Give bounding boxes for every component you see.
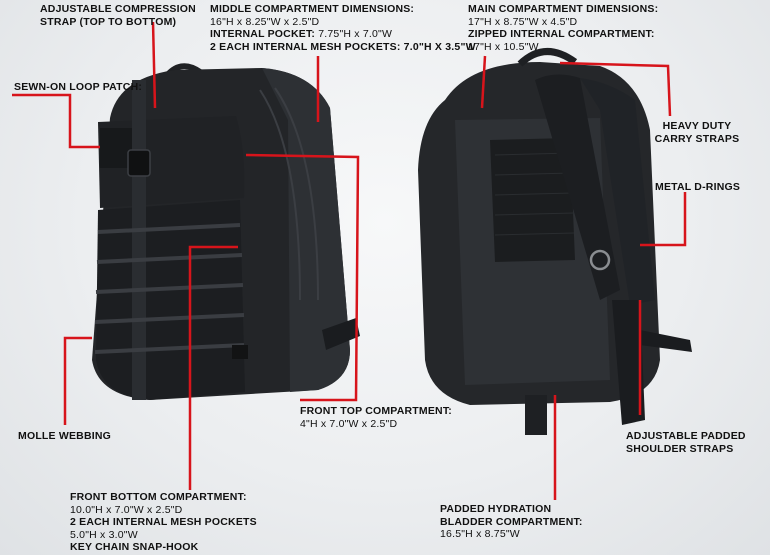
- carry-straps-line2: CARRY STRAPS: [654, 132, 740, 145]
- callout-shoulder-straps: ADJUSTABLE PADDED SHOULDER STRAPS: [626, 430, 746, 455]
- hydration-line1: PADDED HYDRATION: [440, 503, 552, 515]
- middle-mesh: 2 EACH INTERNAL MESH POCKETS: 7.0"H x 3.…: [210, 40, 476, 53]
- front-bottom-title: FRONT BOTTOM COMPARTMENT:: [70, 491, 247, 503]
- front-bottom-dims: 10.0"H x 7.0"W x 2.5"D: [70, 503, 183, 516]
- leader-lines: [12, 21, 687, 500]
- shoulder-line2: SHOULDER STRAPS: [626, 442, 734, 455]
- callout-front-bottom: FRONT BOTTOM COMPARTMENT: 10.0"H x 7.0"W…: [70, 491, 257, 554]
- shoulder-line1: ADJUSTABLE PADDED: [626, 430, 746, 442]
- d-rings-title: METAL D-RINGS: [655, 181, 741, 193]
- front-bottom-mesh: 2 EACH INTERNAL MESH POCKETS: [70, 516, 257, 528]
- middle-internal-pocket: INTERNAL POCKET: 7.75"H x 7.0"W: [210, 28, 476, 41]
- loop-patch-title: SEWN-ON LOOP PATCH:: [14, 81, 143, 93]
- d-ring: [589, 249, 611, 271]
- callout-molle: MOLLE WEBBING: [18, 430, 111, 443]
- back-backpack: [418, 48, 692, 435]
- main-zipped-dims: 17"H x 10.5"W: [468, 40, 539, 53]
- callout-loop-patch: SEWN-ON LOOP PATCH:: [14, 81, 142, 94]
- front-top-dims: 4"H x 7.0"W x 2.5"D: [300, 417, 398, 430]
- molle-title: MOLLE WEBBING: [18, 430, 112, 442]
- callout-front-top: FRONT TOP COMPARTMENT: 4"H x 7.0"W x 2.5…: [300, 405, 452, 430]
- front-bottom-snap: KEY CHAIN SNAP-HOOK: [70, 541, 199, 553]
- main-dims: 17"H x 8.75"W x 4.5"D: [468, 15, 578, 28]
- middle-dims: 16"H x 8.25"W x 2.5"D: [210, 15, 320, 28]
- main-zipped: ZIPPED INTERNAL COMPARTMENT:: [468, 28, 655, 40]
- callout-d-rings: METAL D-RINGS: [655, 181, 740, 194]
- compression-title-line2: STRAP (TOP TO BOTTOM): [40, 15, 177, 28]
- hydration-line2: BLADDER COMPARTMENT:: [440, 515, 583, 528]
- callout-main-compartment: MAIN COMPARTMENT DIMENSIONS: 17"H x 8.75…: [468, 3, 658, 53]
- callout-middle-compartment: MIDDLE COMPARTMENT DIMENSIONS: 16"H x 8.…: [210, 3, 476, 53]
- hydration-dims: 16.5"H x 8.75"W: [440, 528, 520, 540]
- middle-title: MIDDLE COMPARTMENT DIMENSIONS:: [210, 3, 415, 15]
- compression-title-line1: ADJUSTABLE COMPRESSION: [40, 3, 196, 15]
- front-backpack: [92, 63, 360, 400]
- middle-internal-pocket-value: 7.75"H x 7.0"W: [315, 28, 393, 40]
- main-title: MAIN COMPARTMENT DIMENSIONS:: [468, 3, 659, 15]
- carry-straps-line1: HEAVY DUTY: [662, 120, 732, 132]
- callout-hydration: PADDED HYDRATION BLADDER COMPARTMENT: 16…: [440, 503, 583, 541]
- callout-carry-straps: HEAVY DUTY CARRY STRAPS: [642, 120, 752, 145]
- front-top-title: FRONT TOP COMPARTMENT:: [300, 405, 452, 417]
- middle-internal-pocket-label: INTERNAL POCKET:: [210, 28, 316, 40]
- callout-compression-strap: ADJUSTABLE COMPRESSION STRAP (TOP TO BOT…: [40, 3, 196, 28]
- front-bottom-mesh-dims: 5.0"H x 3.0"W: [70, 528, 138, 541]
